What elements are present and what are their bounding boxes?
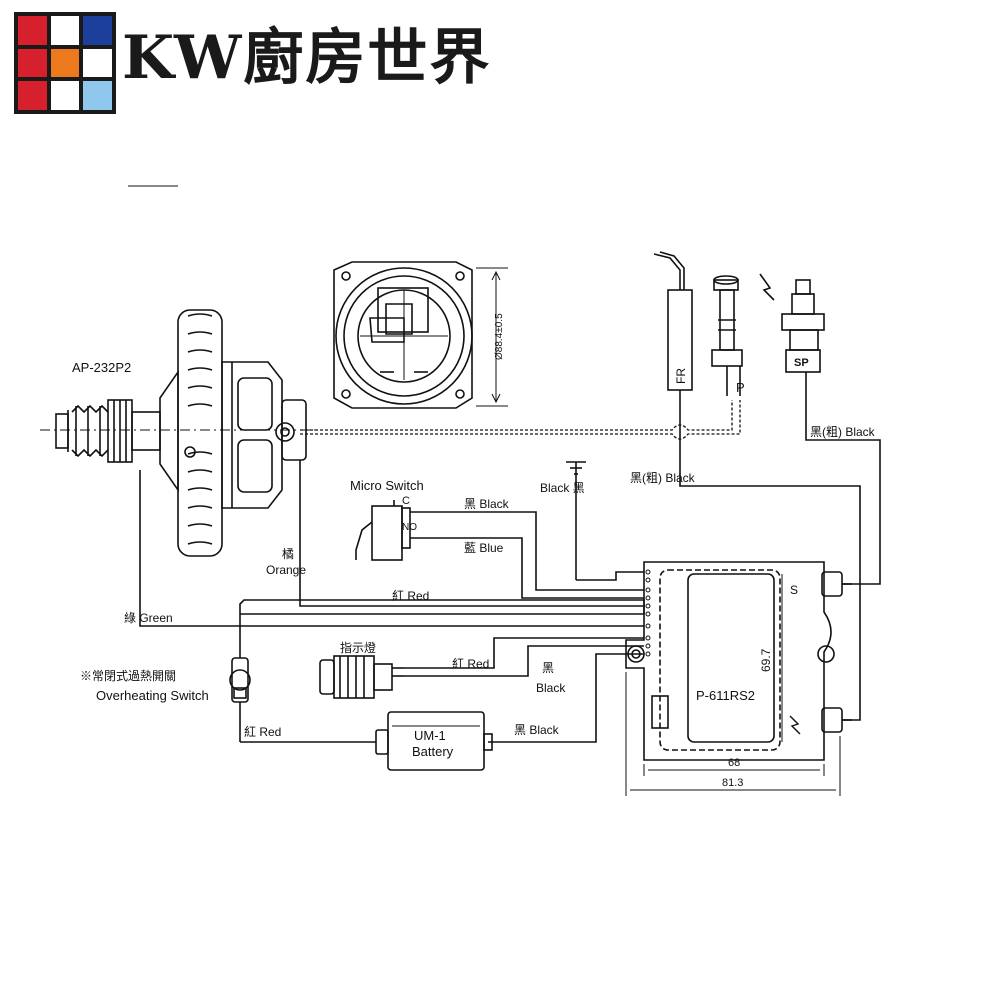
module-model-label: P-611RS2 xyxy=(696,688,755,703)
red-lamp-label: 紅 Red xyxy=(452,657,489,671)
black-thick-mid-label: 黑(粗) Black xyxy=(630,471,696,485)
logo-cell xyxy=(18,48,47,78)
overheat-switch xyxy=(229,657,251,703)
indicator-cn-label: 指示燈 xyxy=(340,640,376,655)
p-electrode xyxy=(711,273,775,396)
no-terminal-label: NO xyxy=(402,522,417,533)
micro-switch xyxy=(355,500,411,561)
orange-cn-label: 橘 xyxy=(282,546,294,561)
black-lamp-cn-label: 黑 xyxy=(542,661,554,675)
logo-cell xyxy=(83,81,112,110)
dim-813-label: 81.3 xyxy=(722,777,743,789)
controller-module xyxy=(625,561,852,796)
black-battery-label: 黑 Black xyxy=(514,723,560,737)
logo-cell xyxy=(83,48,112,78)
battery-model-label: UM-1 xyxy=(414,728,446,743)
sp-label: SP xyxy=(794,357,809,369)
sp-electrode xyxy=(781,279,825,400)
logo-cell xyxy=(50,16,80,45)
ignition-lead xyxy=(300,400,741,440)
brand-title: KW廚房世界 xyxy=(122,23,492,93)
logo-cell xyxy=(50,48,80,78)
spark-icon xyxy=(789,715,801,735)
red-mid-label: 紅 Red xyxy=(392,589,429,603)
battery-label: Battery xyxy=(412,744,454,759)
diameter-label: Ø88.4±0.5 xyxy=(494,313,505,360)
overheat-en-label: Overheating Switch xyxy=(96,688,209,703)
black-thick-top-label: 黑(粗) Black xyxy=(810,425,876,439)
orange-en-label: Orange xyxy=(266,563,306,577)
black-ground-label: Black 黑 xyxy=(540,481,585,495)
micro-switch-label: Micro Switch xyxy=(350,478,424,493)
battery xyxy=(375,711,493,771)
black-lamp-en-label: Black xyxy=(536,681,566,695)
logo-cell xyxy=(83,16,112,45)
logo-cell xyxy=(18,16,47,45)
wiring xyxy=(139,400,881,743)
logo-cell xyxy=(18,81,47,110)
valve-model-label: AP-232P2 xyxy=(72,360,131,375)
dim-68-label: 68 xyxy=(728,757,740,769)
dim-697-label: 69.7 xyxy=(759,648,773,672)
gas-valve xyxy=(40,309,320,557)
logo-cell xyxy=(50,81,80,110)
fr-label: FR xyxy=(674,368,688,384)
brand-logo xyxy=(14,12,116,114)
s-terminal-label: S xyxy=(790,583,798,597)
blue-label: 藍 Blue xyxy=(464,541,504,555)
valve-face xyxy=(333,261,508,409)
fr-electrode xyxy=(653,251,693,430)
c-terminal-label: C xyxy=(402,495,410,507)
overheat-cn-label: ※常閉式過熱開關 xyxy=(80,669,176,683)
black-microswitch-label: 黑 Black xyxy=(464,497,510,511)
indicator-lamp xyxy=(319,655,404,699)
red-bottom-label: 紅 Red xyxy=(244,725,281,739)
p-label: P xyxy=(736,380,745,395)
green-label: 綠 Green xyxy=(124,611,173,625)
